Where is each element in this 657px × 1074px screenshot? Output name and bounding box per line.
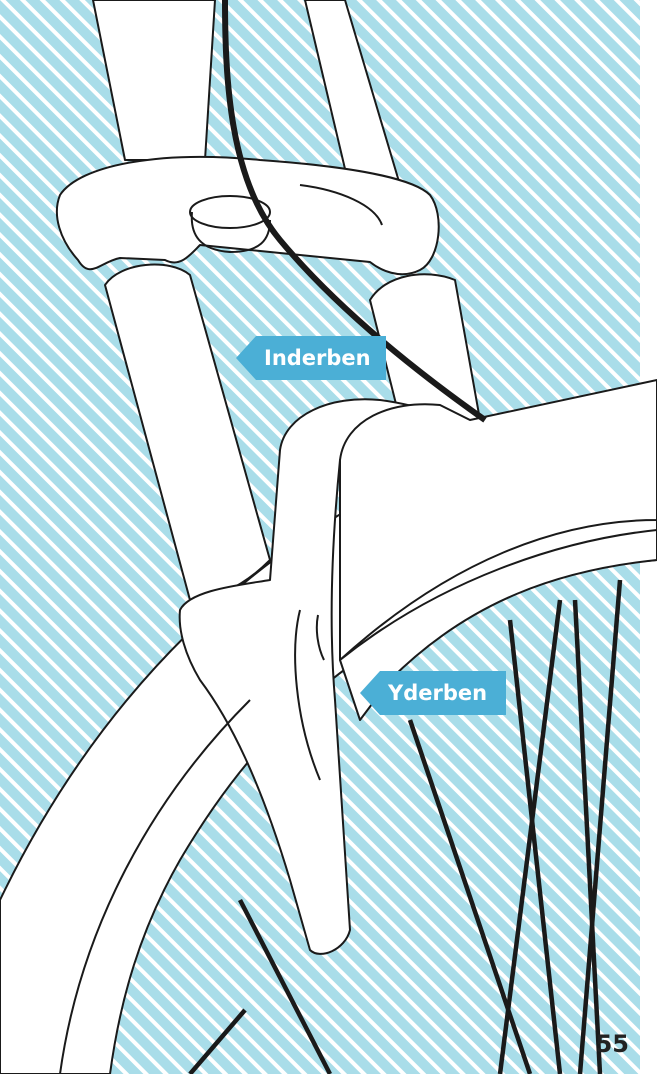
callout-arrow-left-icon [236,336,256,380]
page-number: 55 [596,1030,629,1058]
callout-label: Inderben [256,336,386,380]
callout-arrow-left-icon [360,671,380,715]
callout-label: Yderben [380,671,506,715]
